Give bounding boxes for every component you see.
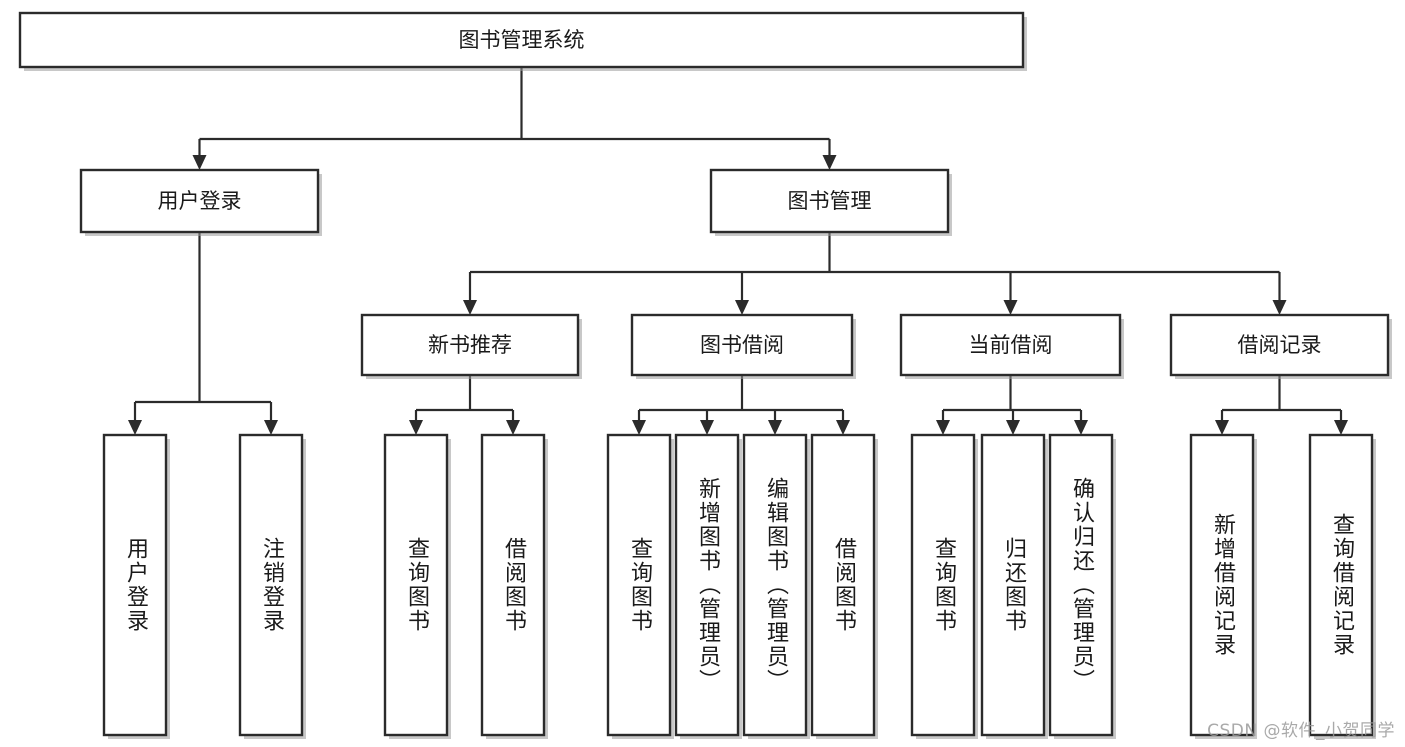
arrow-head-icon (1215, 420, 1229, 435)
node-box-leaf-8[interactable] (910, 433, 978, 739)
node-box-leaf-12[interactable] (1308, 433, 1376, 739)
arrow-head-icon (836, 420, 850, 435)
node-box-level2-0[interactable] (79, 168, 322, 236)
node-box-leaf-0[interactable] (102, 433, 170, 739)
arrow-head-icon (1006, 420, 1020, 435)
node-label-root: 图书管理系统 (459, 28, 585, 52)
boxes-layer (18, 11, 1392, 739)
arrow-head-icon (822, 155, 837, 170)
node-box-level2-1[interactable] (709, 168, 952, 236)
node-box-leaf-2[interactable] (383, 433, 451, 739)
arrow-head-icon (463, 300, 477, 315)
arrow-head-icon (128, 420, 142, 435)
arrow-head-icon (1003, 300, 1018, 315)
node-label-level3-3: 借阅记录 (1238, 333, 1322, 357)
arrow-head-icon (768, 420, 782, 435)
arrow-head-icon (192, 155, 207, 170)
node-box-leaf-7[interactable] (810, 433, 878, 739)
node-box-leaf-3[interactable] (480, 433, 548, 739)
node-box-leaf-11[interactable] (1189, 433, 1257, 739)
node-box-level3-3[interactable] (1169, 313, 1392, 379)
node-box-leaf-10[interactable] (1048, 433, 1116, 739)
node-label-level2-1: 图书管理 (788, 189, 872, 213)
node-box-leaf-6[interactable] (742, 433, 810, 739)
arrow-head-icon (1272, 300, 1287, 315)
arrow-head-icon (735, 300, 749, 315)
node-box-leaf-9[interactable] (980, 433, 1048, 739)
arrow-head-icon (264, 420, 278, 435)
node-box-root[interactable] (18, 11, 1027, 71)
arrow-head-icon (632, 420, 646, 435)
watermark-text: CSDN @软件_小贺同学 (1207, 721, 1395, 741)
node-box-level3-2[interactable] (899, 313, 1124, 379)
arrow-head-icon (1334, 420, 1348, 435)
arrow-head-icon (700, 420, 714, 435)
arrow-head-icon (409, 420, 423, 435)
node-box-leaf-1[interactable] (238, 433, 306, 739)
arrow-head-icon (1074, 420, 1088, 435)
node-box-leaf-4[interactable] (606, 433, 674, 739)
arrow-head-icon (506, 420, 520, 435)
arrow-head-icon (936, 420, 950, 435)
connectors-layer (128, 67, 1348, 435)
node-label-level3-2: 当前借阅 (969, 333, 1053, 357)
node-label-level3-1: 图书借阅 (700, 333, 784, 357)
node-box-level3-1[interactable] (630, 313, 856, 379)
node-box-leaf-5[interactable] (674, 433, 742, 739)
node-box-level3-0[interactable] (360, 313, 582, 379)
node-label-level3-0: 新书推荐 (428, 333, 512, 357)
node-label-level2-0: 用户登录 (158, 189, 242, 213)
